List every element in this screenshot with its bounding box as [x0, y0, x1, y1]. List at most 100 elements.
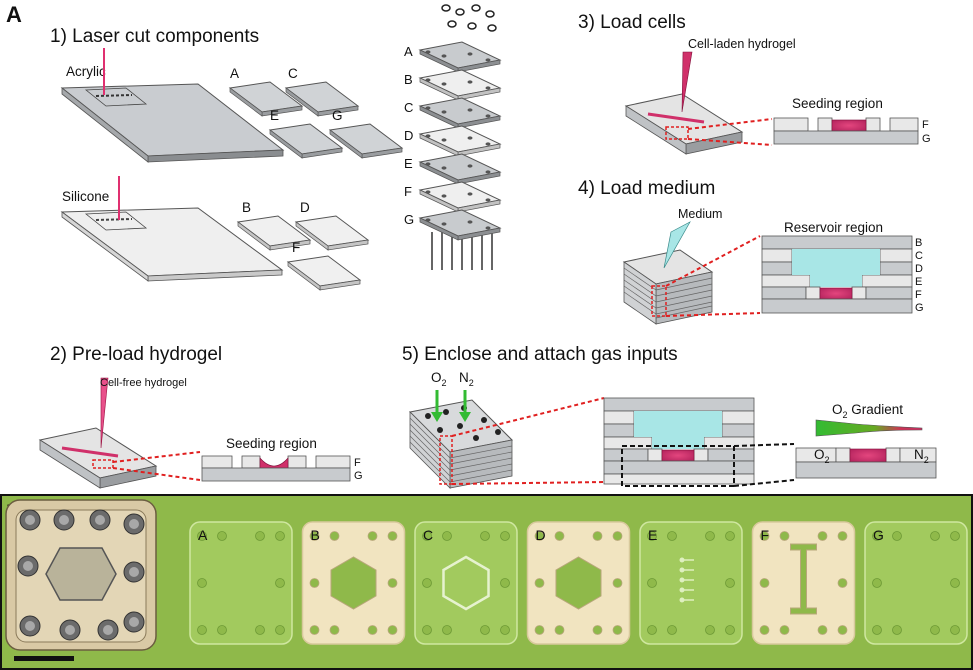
step2-zoom-line-top: [112, 451, 201, 463]
step5-title: 5) Enclose and attach gas inputs: [402, 344, 678, 365]
assembled-device-photo: [5, 499, 157, 651]
silicone-part-label: D: [300, 200, 310, 215]
stack-layer-f: [418, 181, 502, 213]
step5-zoom-box: [439, 435, 453, 485]
step4-side-g: G: [915, 302, 924, 314]
silicone-sheet: [60, 207, 284, 282]
silicone-part-d: [294, 215, 370, 251]
step3-side-f: F: [922, 119, 929, 131]
step5-zoom-line-top: [451, 397, 605, 437]
photo-chip-label: D: [536, 527, 546, 543]
photo-chip-label: C: [423, 527, 433, 543]
acrylic-label: Acrylic: [66, 64, 106, 79]
step4-side-e: E: [915, 276, 922, 288]
stack-layer-label: D: [404, 128, 413, 143]
photo-chip-label: F: [761, 527, 770, 543]
nut: [485, 10, 495, 18]
acrylic-part-a: [228, 81, 304, 117]
step2-side-f: F: [354, 457, 361, 469]
nut: [455, 8, 465, 16]
photo-chip-d: D: [526, 521, 631, 645]
acrylic-part-label: C: [288, 66, 298, 81]
silicone-parts: B D F: [236, 200, 370, 291]
photo-chip-label: B: [311, 527, 320, 543]
step3-device: [624, 93, 744, 155]
stack-layer-c: [418, 97, 502, 129]
nut: [487, 24, 497, 32]
photo-chip-f: F: [751, 521, 856, 645]
cell-laden-needle: [681, 51, 693, 113]
left-gas-label: O2: [814, 447, 830, 465]
acrylic-part-e: [268, 123, 344, 159]
stack-layer-e: [418, 153, 502, 185]
step3-title: 3) Load cells: [578, 12, 686, 33]
step5-inner-zoom-box: [621, 445, 735, 487]
step3-region-label: Seeding region: [792, 96, 883, 111]
step3-zoom-line-top: [687, 118, 773, 130]
stack-layer-label: E: [404, 156, 413, 171]
acrylic-parts: A C E G: [228, 66, 404, 159]
gradient-label: O2 Gradient: [832, 402, 903, 420]
cell-laden-label: Cell-laden hydrogel: [688, 37, 796, 51]
silicone-part-b: [236, 215, 312, 251]
step2-device: [38, 427, 158, 489]
stack-layer-d: [418, 125, 502, 157]
right-gas-label: N2: [914, 447, 929, 465]
silicone-part-f: [286, 255, 362, 291]
step1-title: 1) Laser cut components: [50, 26, 259, 47]
step3-zoom-box: [665, 126, 689, 140]
photo-chip-label: A: [198, 527, 208, 543]
step4-side-b: B: [915, 237, 922, 249]
photo-chip-g: G: [864, 521, 968, 645]
stack-layer-label: A: [404, 44, 413, 59]
step5-cross-section: [603, 397, 755, 485]
photo-chips: A B C D E F G: [189, 521, 968, 645]
gas-n2-label: N2: [459, 370, 474, 388]
silicone-part-label: F: [292, 240, 300, 255]
acrylic-part-c: [284, 81, 360, 117]
acrylic-part-label: A: [230, 66, 239, 81]
step3-side-g: G: [922, 133, 931, 145]
cell-free-label: Cell-free hydrogel: [100, 377, 187, 389]
step4-side-f: F: [915, 289, 922, 301]
stack-layer-b: [418, 69, 502, 101]
acrylic-part-g: [328, 123, 404, 159]
step4-device: [622, 249, 714, 325]
cell-free-needle: [100, 377, 109, 449]
step4-side-d: D: [915, 263, 923, 275]
stack-layer-label: B: [404, 72, 413, 87]
step4-side-c: C: [915, 250, 923, 262]
step2-side-g: G: [354, 470, 363, 482]
step2-zoom-line-bottom: [112, 467, 201, 481]
silicone-label: Silicone: [62, 189, 109, 204]
acrylic-part-label: E: [270, 108, 279, 123]
step2-title: 2) Pre-load hydrogel: [50, 344, 222, 365]
photo-chip-e: E: [639, 521, 743, 645]
o2-gradient-wedge: [815, 419, 923, 437]
photo-chip-label: G: [873, 527, 884, 543]
photo-chip-c: C: [414, 521, 518, 645]
step4-region-label: Reservoir region: [784, 220, 883, 235]
scale-bar: [14, 656, 74, 661]
step5-inner-zoom-line-bottom: [733, 479, 795, 487]
medium-needle: [663, 221, 691, 269]
acrylic-part-label: G: [332, 108, 343, 123]
step2-zoom-box: [92, 459, 114, 469]
step4-cross-section: [761, 235, 913, 314]
step4-side-labels: B C D E F G: [915, 237, 924, 314]
nut: [447, 20, 457, 28]
photo-frame: [0, 494, 973, 670]
step3-cross-section: [773, 117, 919, 145]
silicone-part-label: B: [242, 200, 251, 215]
step2-region-label: Seeding region: [226, 436, 317, 451]
stack-layer-a: [418, 41, 502, 73]
step5-zoom-line-bottom: [451, 481, 605, 485]
acrylic-sheet: [60, 83, 285, 163]
step4-zoom-line-top: [665, 235, 761, 287]
stack-layer-g: [418, 209, 502, 241]
step4-zoom-box: [651, 285, 667, 317]
medium-label: Medium: [678, 207, 722, 221]
